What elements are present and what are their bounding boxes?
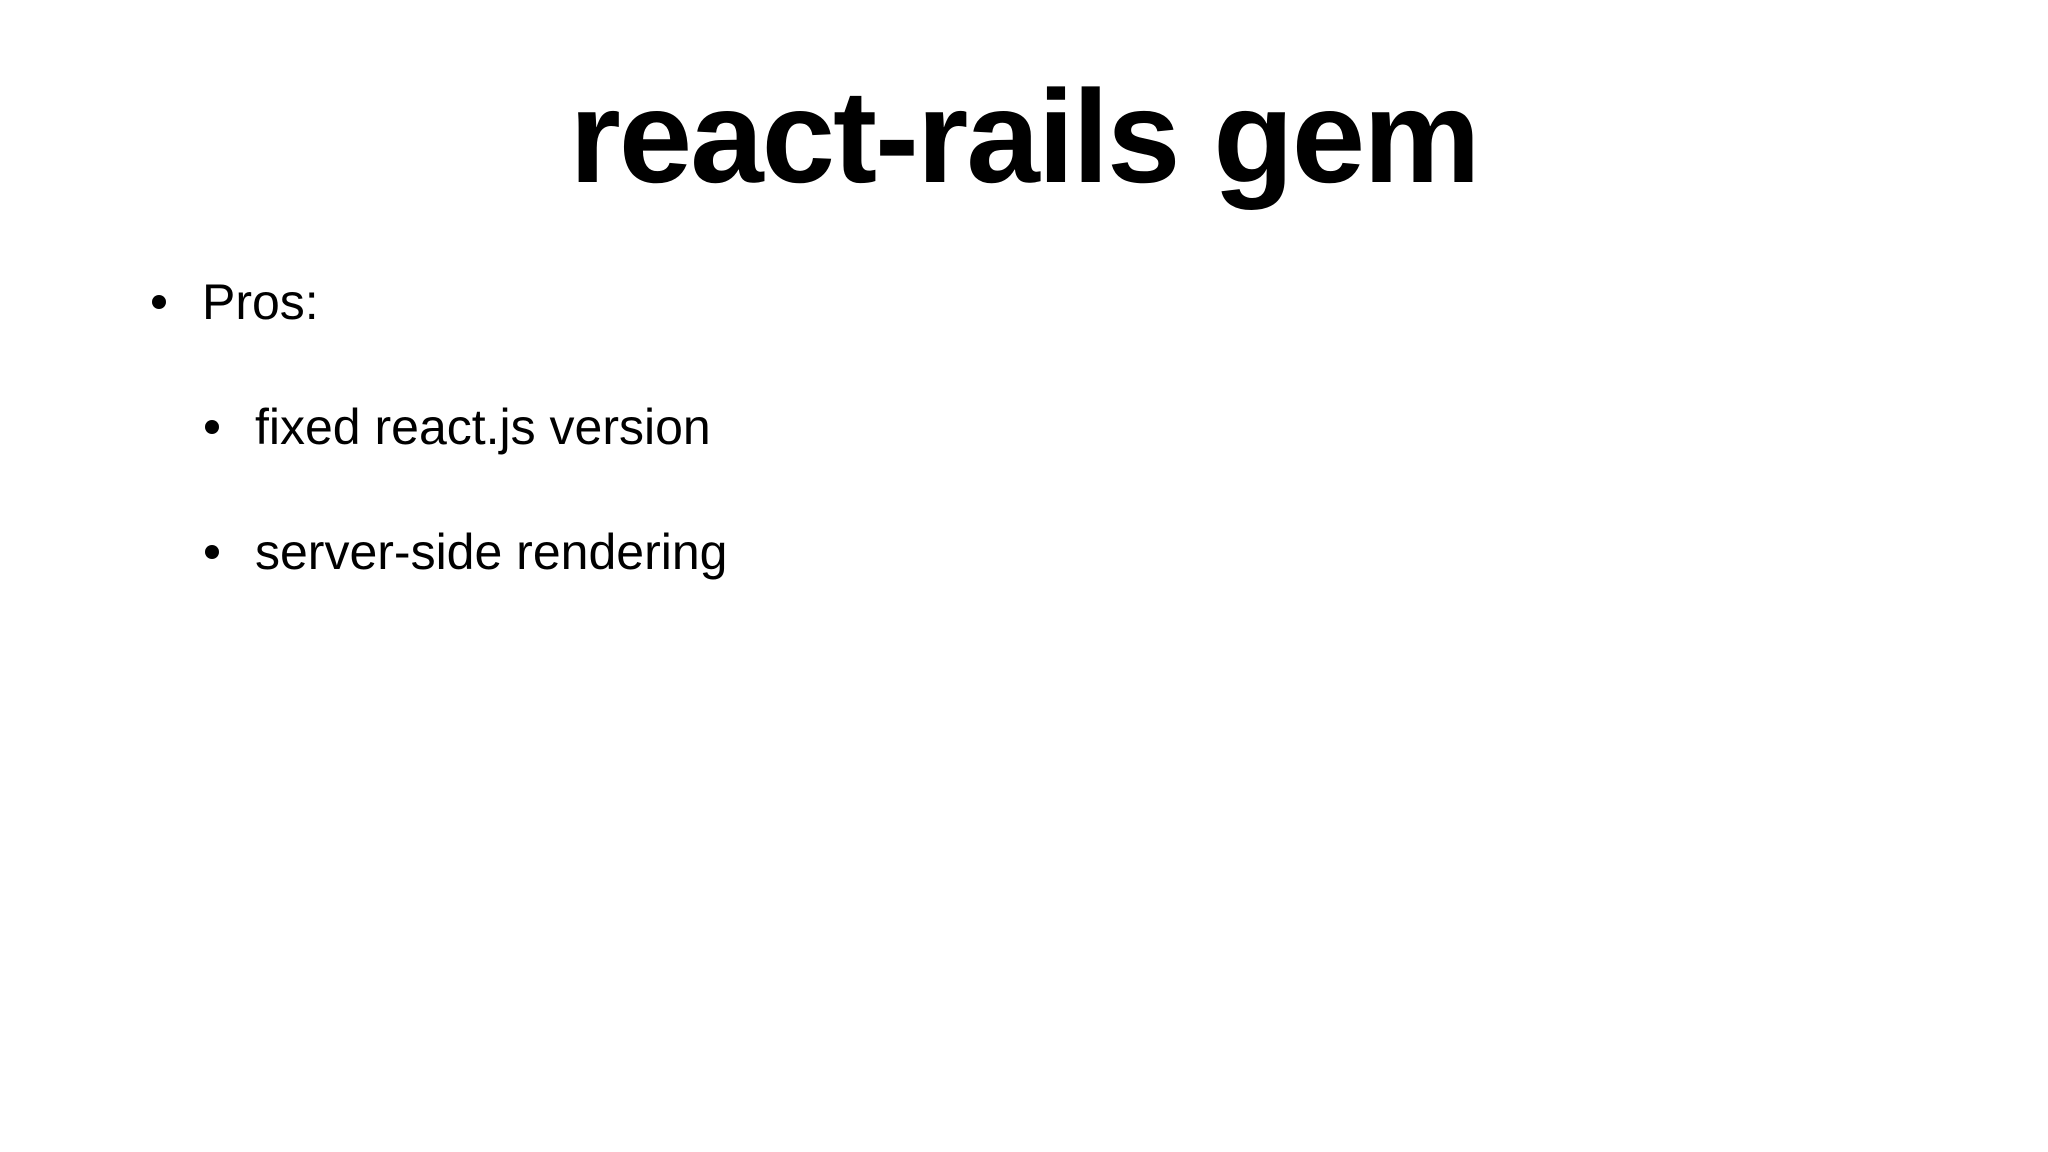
- slide-title: react-rails gem: [569, 63, 1480, 210]
- bullet-text: server-side rendering: [255, 524, 728, 580]
- bullet-text: Pros:: [202, 274, 319, 330]
- bullet-dot-icon: [205, 545, 219, 559]
- bullet-dot-icon: [152, 295, 166, 309]
- bullet-text: fixed react.js version: [255, 399, 711, 455]
- bullet-dot-icon: [205, 420, 219, 434]
